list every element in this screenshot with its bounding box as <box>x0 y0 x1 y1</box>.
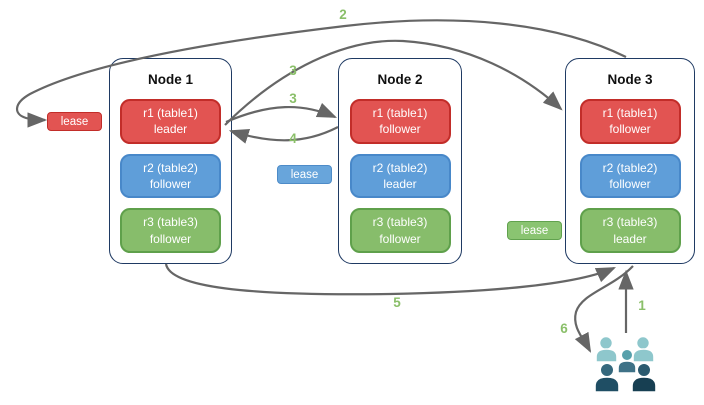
step-label-6: 6 <box>560 321 568 336</box>
step-label-3a: 3 <box>289 63 297 78</box>
step-label-5: 5 <box>393 295 401 310</box>
node2-replica-r2: r2 (table2) leader <box>349 153 451 199</box>
node3-replica-r3: r3 (table3) leader <box>579 208 681 254</box>
replica-role: leader <box>383 177 417 191</box>
step-label-2: 2 <box>339 7 347 22</box>
arrow-step4-node2-to-node1 <box>228 126 339 144</box>
replica-role: follower <box>149 231 192 246</box>
node1-replica-r1: r1 (table1) leader <box>120 99 221 144</box>
lease-chip-green: lease <box>507 221 562 240</box>
replica-name: r2 (table2) <box>602 160 658 175</box>
clients-group-icon <box>594 336 657 393</box>
replica-role: follower <box>149 177 192 191</box>
replica-role: leader <box>613 231 647 246</box>
replica-name: r1 (table1) <box>602 106 658 121</box>
step-label-4: 4 <box>289 131 297 146</box>
replica-name: r3 (table3) <box>143 215 198 230</box>
node-1-title: Node 1 <box>147 72 193 87</box>
node-2-box: Node 2 r1 (table1) follower r2 (table2) … <box>338 58 462 264</box>
lease-chip-red: lease <box>47 112 102 131</box>
arrow-step5-node1-to-node3 <box>164 263 617 296</box>
step-label-1: 1 <box>638 298 646 313</box>
replica-name: r2 (table2) <box>372 160 428 175</box>
replica-name: r3 (table3) <box>602 215 658 230</box>
node2-replica-r3: r3 (table3) follower <box>349 208 451 254</box>
replica-role: follower <box>609 177 651 191</box>
replica-role: follower <box>379 122 421 137</box>
replica-name: r1 (table1) <box>372 106 428 121</box>
node1-replica-r2: r2 (table2) follower <box>120 153 221 199</box>
replica-name: r2 (table2) <box>143 160 198 175</box>
arrow-step3-node1-to-node2 <box>225 102 338 124</box>
replica-name: r3 (table3) <box>372 215 428 230</box>
lease-chip-blue: lease <box>277 165 332 184</box>
replica-name: r1 (table1) <box>143 106 198 121</box>
node-3-box: Node 3 r1 (table1) follower r2 (table2) … <box>565 58 695 264</box>
node3-replica-r2: r2 (table2) follower <box>579 153 681 199</box>
node3-replica-r1: r1 (table1) follower <box>579 99 681 144</box>
node1-replica-r3: r3 (table3) follower <box>120 208 221 254</box>
step-label-3b: 3 <box>289 91 297 106</box>
node-1-box: Node 1 r1 (table1) leader r2 (table2) fo… <box>109 58 232 264</box>
node2-replica-r1: r1 (table1) follower <box>349 99 451 144</box>
replica-role: leader <box>153 122 188 137</box>
node-2-title: Node 2 <box>377 72 423 87</box>
replica-role: follower <box>609 122 651 137</box>
node-3-title: Node 3 <box>607 72 653 87</box>
replica-role: follower <box>379 231 421 246</box>
